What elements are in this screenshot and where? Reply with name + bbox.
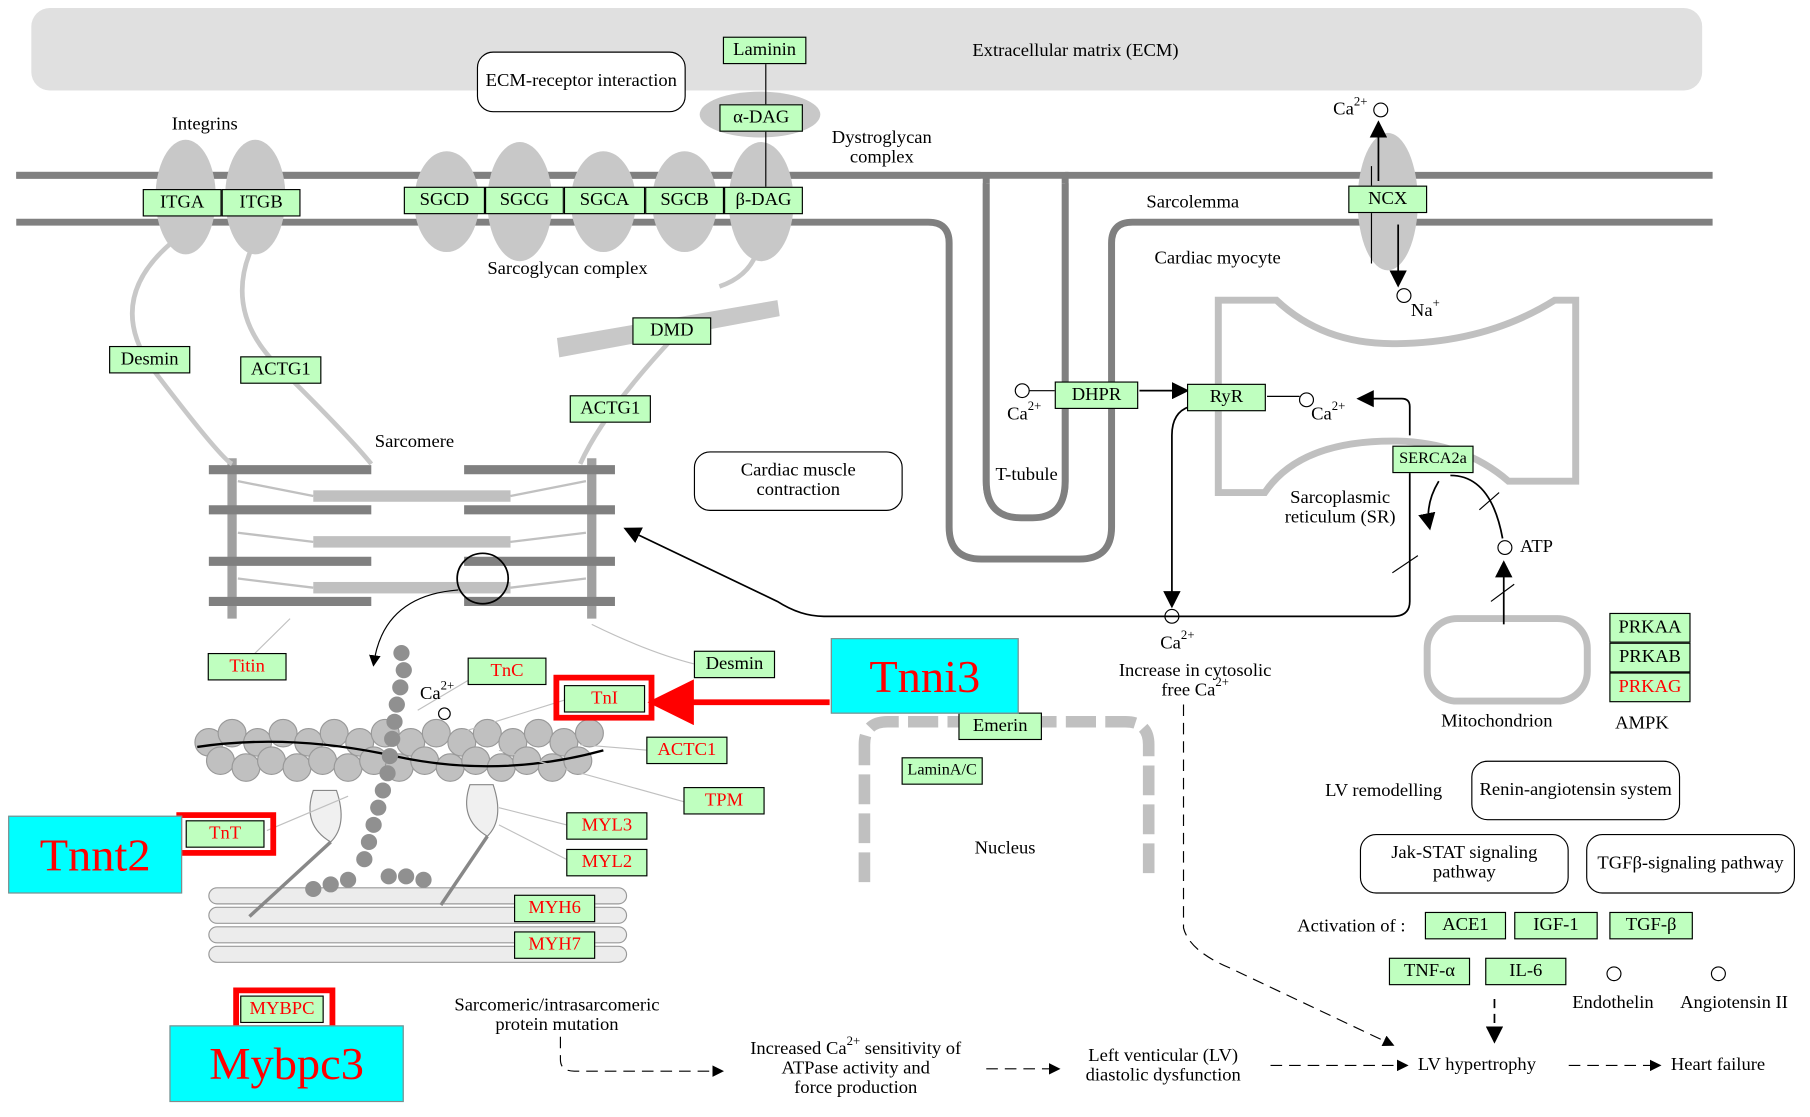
gene-ryr[interactable]: RyR — [1186, 383, 1266, 412]
gene-actc1[interactable]: ACTC1 — [646, 736, 728, 765]
gene-tnt[interactable]: TnT — [185, 820, 265, 848]
cardiac-contraction-pathway-box[interactable]: Cardiac muscle contraction — [693, 451, 903, 511]
gene-sgcd[interactable]: SGCD — [403, 186, 486, 215]
cardiac-myocyte-label: Cardiac myocyte — [1154, 248, 1281, 269]
gene-sgca[interactable]: SGCA — [563, 186, 646, 215]
t-tubule-inner — [982, 183, 1069, 522]
gene-myl3[interactable]: MYL3 — [566, 812, 648, 840]
gene-laminin[interactable]: Laminin — [722, 36, 807, 65]
t-tubule-label: T-tubule — [995, 465, 1058, 485]
gene-ncx[interactable]: NCX — [1348, 185, 1428, 214]
tnt-highlight — [176, 812, 277, 856]
gene-il6[interactable]: IL-6 — [1485, 957, 1567, 986]
gene-tnc[interactable]: TnC — [467, 657, 547, 686]
sarcoplasmic-reticulum — [1214, 296, 1580, 497]
gene-desmin-top[interactable]: Desmin — [109, 345, 191, 374]
dystroglycan-label: Dystroglycan complex — [831, 128, 932, 168]
ecm-label: Extracellular matrix (ECM) — [972, 41, 1179, 61]
thin-filament — [194, 718, 604, 782]
sarcomere-graphic — [208, 458, 615, 667]
gene-ace1[interactable]: ACE1 — [1424, 911, 1507, 940]
gene-itgb[interactable]: ITGB — [221, 189, 301, 217]
lv-remodelling-label: LV remodelling — [1325, 781, 1443, 801]
gene-lamin-ac[interactable]: LaminA/C — [901, 757, 983, 785]
ecm-band — [31, 8, 1703, 91]
ca-ecm-label: Ca2+ — [1333, 95, 1368, 120]
sarcolemma-label: Sarcolemma — [1146, 192, 1240, 212]
nucleus-label: Nucleus — [974, 838, 1036, 859]
gene-dhpr[interactable]: DHPR — [1054, 381, 1139, 409]
gene-actg1-left[interactable]: ACTG1 — [240, 356, 322, 384]
gene-tnf-alpha[interactable]: TNF-α — [1388, 957, 1471, 986]
gene-igf1[interactable]: IGF-1 — [1514, 911, 1598, 940]
tgfb-pathway-box[interactable]: TGFβ-signaling pathway — [1586, 833, 1795, 894]
sarcolemma-inner — [16, 218, 1713, 563]
mutation-label: Sarcomeric/intrasarcomeric protein mutat… — [454, 995, 660, 1035]
angiotensin-label: Angiotensin II — [1680, 993, 1788, 1013]
gene-myh6[interactable]: MYH6 — [514, 894, 596, 923]
mitochondrion — [1423, 615, 1591, 705]
gene-prkaa[interactable]: PRKAA — [1609, 612, 1691, 643]
gene-desmin-mid[interactable]: Desmin — [693, 650, 776, 679]
ampk-label: AMPK — [1615, 713, 1669, 734]
sarcoglycan-label: Sarcoglycan complex — [487, 258, 648, 279]
gene-emerin[interactable]: Emerin — [958, 712, 1042, 741]
gene-alpha-dag[interactable]: α-DAG — [719, 104, 803, 132]
gene-prkab[interactable]: PRKAB — [1609, 642, 1691, 673]
na-label: Na+ — [1410, 296, 1440, 321]
mybpc3-callout: Mybpc3 — [169, 1025, 404, 1103]
ca-sensitivity-label: Increased Ca2+ sensitivity of ATPase act… — [750, 1034, 962, 1098]
ecm-receptor-pathway-box[interactable]: ECM-receptor interaction — [476, 51, 686, 113]
tnni3-callout: Tnni3 — [830, 638, 1019, 714]
heart-failure-label: Heart failure — [1670, 1055, 1766, 1075]
gene-sgcb[interactable]: SGCB — [645, 186, 725, 215]
gene-titin[interactable]: Titin — [207, 652, 287, 681]
cytosolic-increase-label: Increase in cytosolic free Ca2+ — [1118, 661, 1272, 700]
gene-dmd[interactable]: DMD — [632, 317, 712, 345]
gene-sgcg[interactable]: SGCG — [485, 186, 564, 215]
lv-hypertrophy-label: LV hypertrophy — [1417, 1055, 1536, 1075]
gene-prkag[interactable]: PRKAG — [1609, 672, 1691, 703]
gene-serca2a[interactable]: SERCA2a — [1392, 445, 1474, 474]
jak-stat-pathway-box[interactable]: Jak-STAT signaling pathway — [1359, 833, 1569, 894]
mybpc-beads — [305, 644, 432, 898]
ca-sr-label: Ca2+ — [1311, 399, 1346, 424]
gene-tni[interactable]: TnI — [563, 685, 646, 713]
renin-angiotensin-pathway-box[interactable]: Renin-angiotensin system — [1471, 760, 1681, 821]
tnnt2-callout: Tnnt2 — [8, 815, 183, 894]
sarcomere-label: Sarcomere — [374, 431, 455, 452]
ca-t-tubule-label: Ca2+ — [1007, 399, 1042, 424]
integrins-label: Integrins — [171, 114, 238, 135]
endothelin-label: Endothelin — [1572, 993, 1654, 1013]
tni-highlight — [553, 674, 655, 721]
sr-label: Sarcoplasmic reticulum (SR) — [1284, 488, 1396, 527]
mitochondrion-label: Mitochondrion — [1441, 711, 1553, 731]
gene-myl2[interactable]: MYL2 — [566, 848, 648, 877]
gene-myh7[interactable]: MYH7 — [514, 931, 596, 959]
atp-label: ATP — [1519, 537, 1554, 557]
gene-itga[interactable]: ITGA — [142, 189, 222, 217]
ca-troponin-label: Ca2+ — [420, 679, 455, 704]
gene-mybpc[interactable]: MYBPC — [240, 995, 324, 1024]
gene-actg1-right[interactable]: ACTG1 — [569, 395, 651, 423]
gene-tpm[interactable]: TPM — [683, 787, 765, 815]
gene-tgf-beta[interactable]: TGF-β — [1609, 911, 1693, 940]
gene-beta-dag[interactable]: β-DAG — [724, 186, 803, 215]
lv-dysfunction-label: Left venticular (LV) diastolic dysfuncti… — [1085, 1045, 1241, 1085]
ca-cytosol-label: Ca2+ — [1160, 628, 1195, 653]
activation-of-label: Activation of : — [1297, 916, 1406, 936]
